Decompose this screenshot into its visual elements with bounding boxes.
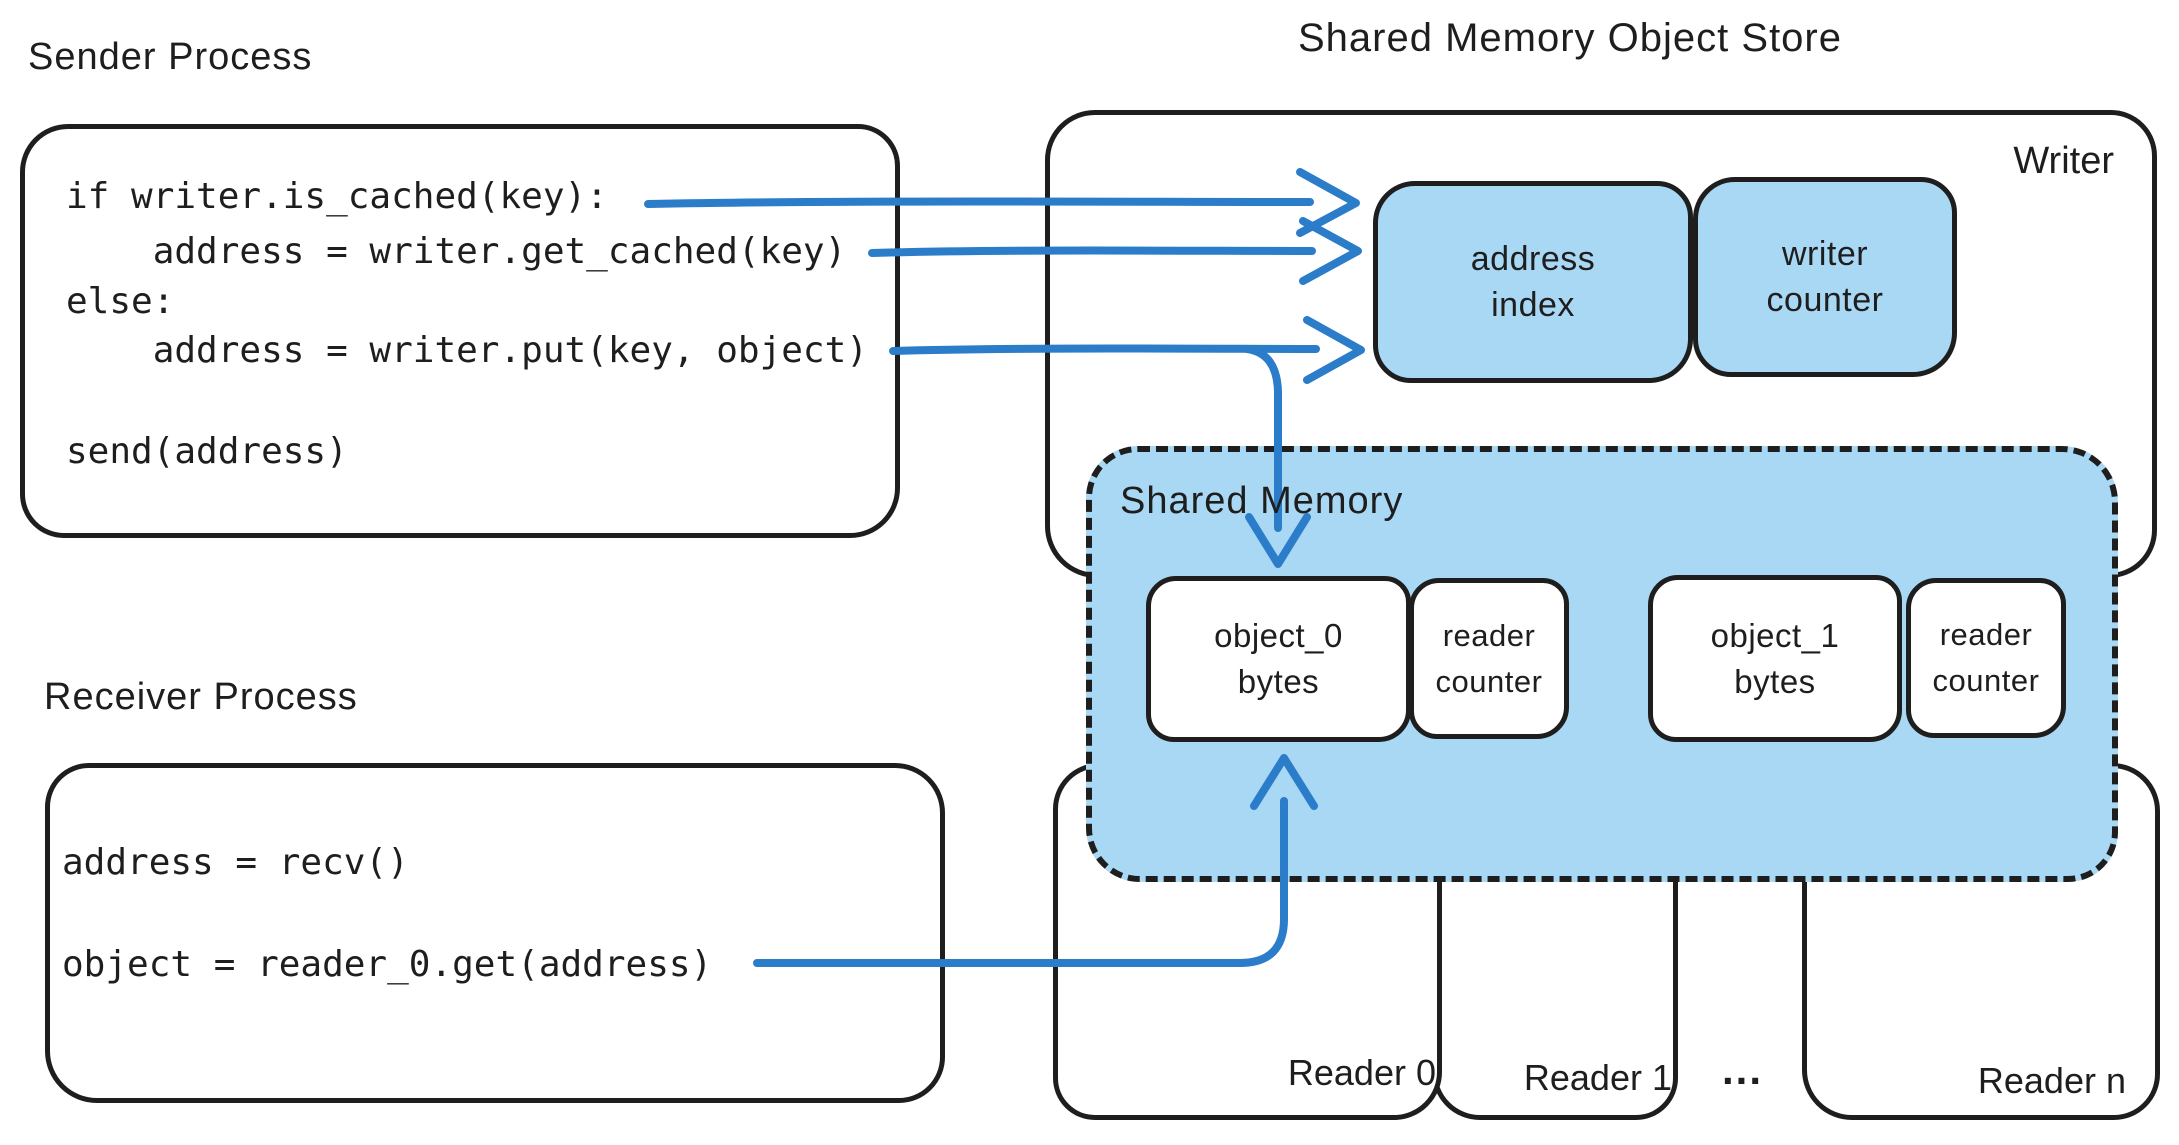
receiver-process-title: Receiver Process bbox=[44, 676, 358, 718]
sender-code-line-2: address = writer.get_cached(key) bbox=[66, 231, 847, 272]
sender-code-line-3: else: bbox=[66, 281, 175, 322]
sender-process-title: Sender Process bbox=[28, 36, 313, 78]
object-0-bytes-cell: object_0 bytes bbox=[1146, 576, 1411, 742]
store-title: Shared Memory Object Store bbox=[1298, 16, 1842, 60]
reader-0-label: Reader 0 bbox=[1287, 1052, 1436, 1093]
object-1-bytes-cell: object_1 bytes bbox=[1648, 575, 1902, 742]
readers-ellipsis: ... bbox=[1722, 1046, 1764, 1093]
sender-code-line-4: address = writer.put(key, object) bbox=[66, 330, 868, 371]
reader-counter-1-cell: reader counter bbox=[1906, 578, 2066, 738]
shared-memory-label: Shared Memory bbox=[1120, 480, 1404, 522]
sender-process-box bbox=[20, 124, 900, 538]
reader-n-label: Reader n bbox=[1977, 1060, 2126, 1101]
reader-1-label: Reader 1 bbox=[1523, 1057, 1672, 1098]
address-index-cell: address index bbox=[1373, 181, 1693, 383]
sender-code-line-5: send(address) bbox=[66, 431, 348, 472]
sender-code-line-1: if writer.is_cached(key): bbox=[66, 176, 608, 217]
receiver-code-line-1: address = recv() bbox=[62, 842, 409, 883]
writer-label: Writer bbox=[2013, 140, 2114, 182]
receiver-code-line-2: object = reader_0.get(address) bbox=[62, 944, 713, 985]
writer-counter-cell: writer counter bbox=[1693, 177, 1957, 377]
reader-counter-0-cell: reader counter bbox=[1409, 578, 1569, 739]
receiver-process-box bbox=[45, 763, 945, 1103]
